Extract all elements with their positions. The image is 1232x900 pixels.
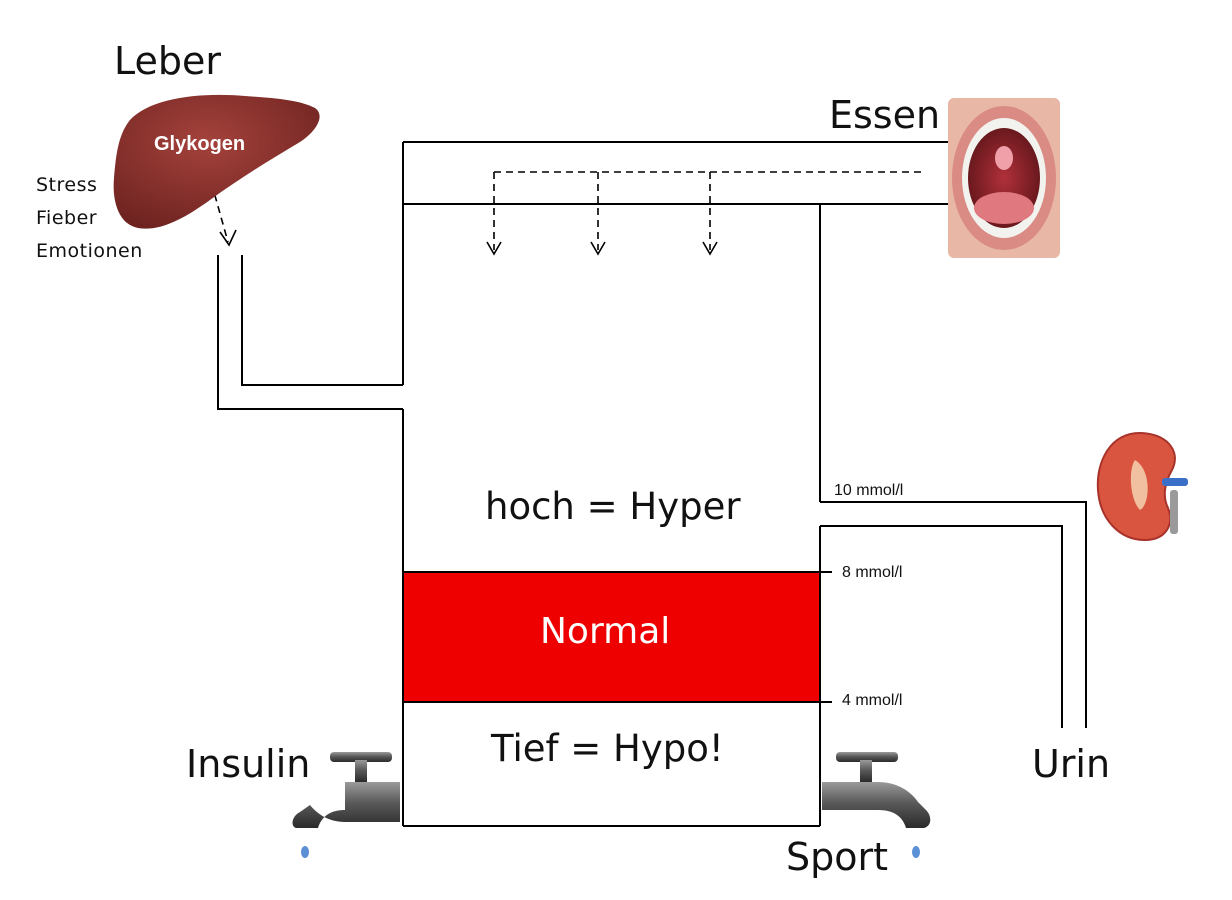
hyper-label: hoch = Hyper <box>485 485 741 528</box>
urin-label: Urin <box>1032 742 1111 786</box>
level-4-label: 4 mmol/l <box>842 692 903 709</box>
stress-label: Stress <box>36 174 98 196</box>
hypo-label: Tief = Hypo! <box>491 727 724 770</box>
glykogen-label: Glykogen <box>154 133 246 155</box>
insulin-label: Insulin <box>186 742 311 786</box>
emotionen-label: Emotionen <box>36 240 143 262</box>
water-drop-icon <box>301 846 309 858</box>
kidney-icon <box>1096 431 1188 542</box>
level-10-label: 10 mmol/l <box>834 482 904 499</box>
faucet-left-icon <box>292 752 400 858</box>
normal-label: Normal <box>540 611 671 652</box>
fieber-label: Fieber <box>36 207 98 229</box>
urine-pipe-outer <box>820 501 1087 728</box>
faucet-right-icon <box>822 752 931 858</box>
mouth-icon <box>948 98 1060 258</box>
level-8-label: 8 mmol/l <box>842 564 903 581</box>
liver-pipe-inner <box>241 255 403 386</box>
liver-icon <box>113 94 320 229</box>
leber-label: Leber <box>114 39 222 83</box>
water-drop-icon <box>912 846 920 858</box>
liver-pipe-outer <box>217 255 403 410</box>
essen-label: Essen <box>829 93 941 137</box>
normal-band <box>403 572 820 702</box>
sport-label: Sport <box>786 835 889 879</box>
urine-pipe-inner <box>820 525 1063 728</box>
